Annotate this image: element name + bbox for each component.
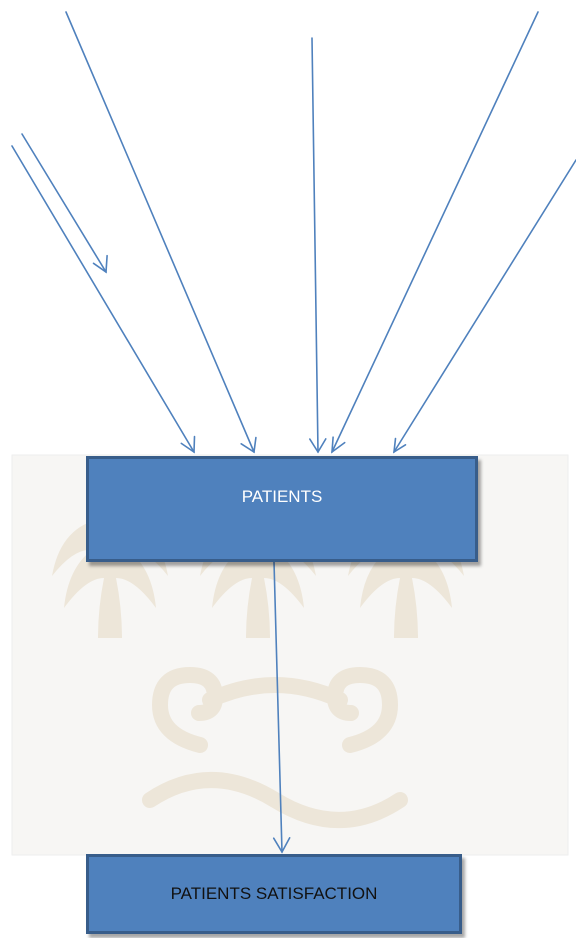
arrow-input-3 bbox=[331, 11, 539, 453]
arrow-input-5 bbox=[11, 145, 195, 453]
arrowhead-input-1 bbox=[240, 436, 257, 454]
arrowhead-input-4 bbox=[393, 437, 407, 454]
watermark-scroll-bottom bbox=[142, 772, 408, 828]
watermark-scroll-top bbox=[202, 677, 348, 708]
patients-label: PATIENTS bbox=[241, 487, 323, 506]
patients-satisfaction-label: PATIENTS SATISFACTION bbox=[170, 884, 378, 903]
arrowhead-input-6 bbox=[92, 254, 108, 274]
arrow-input-2 bbox=[311, 37, 319, 453]
arrow-input-6 bbox=[21, 133, 107, 273]
patients-box: PATIENTS bbox=[86, 456, 478, 562]
arrowhead-input-5 bbox=[180, 435, 196, 454]
arrow-input-4 bbox=[393, 159, 576, 453]
arrowhead-input-2 bbox=[308, 438, 327, 454]
arrowhead-input-3 bbox=[331, 436, 346, 454]
arrowhead-patients-to-satisfaction bbox=[272, 836, 291, 854]
arrow-patients-to-satisfaction bbox=[273, 561, 283, 853]
patients-satisfaction-box: PATIENTS SATISFACTION bbox=[86, 854, 462, 934]
arrow-input-1 bbox=[65, 11, 255, 453]
